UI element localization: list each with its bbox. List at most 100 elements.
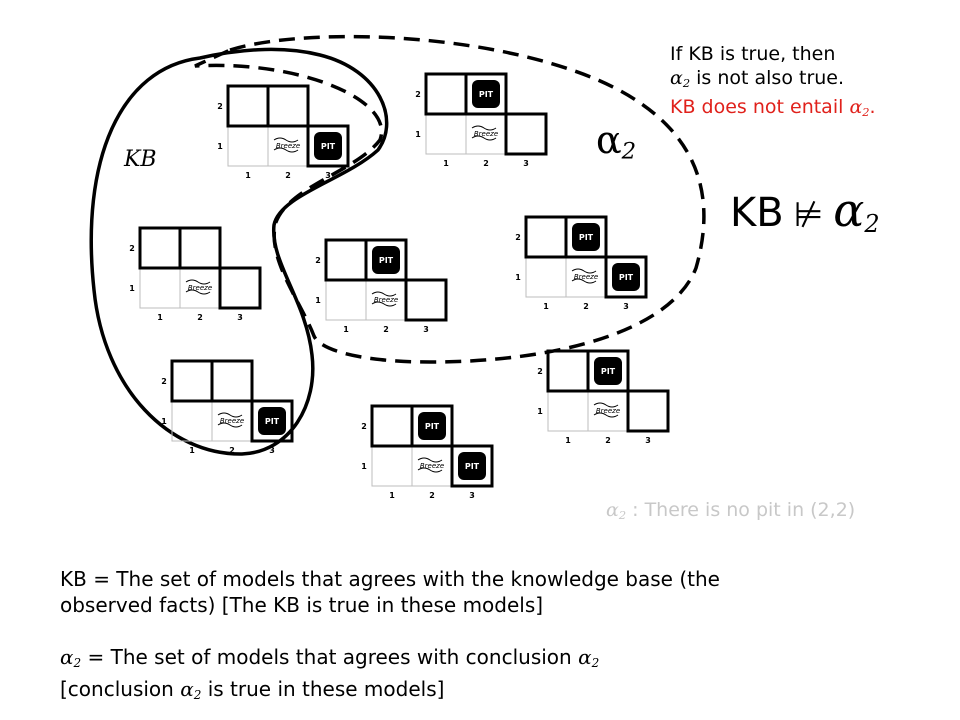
pit-icon [314, 132, 342, 160]
alpha-definition-text: : There is no pit in (2,2) [626, 499, 856, 521]
room-2-2 [364, 238, 408, 282]
room-3-1 [218, 266, 262, 310]
room-2-2 [266, 84, 310, 128]
col-label: 1 [543, 302, 549, 311]
breeze-label: Breeze [474, 130, 498, 138]
room-1-2 [138, 226, 182, 270]
col-label: 3 [269, 446, 275, 455]
grid-cell [325, 239, 367, 281]
col-label: 2 [583, 302, 589, 311]
col-label: 3 [423, 325, 429, 334]
row-label: 1 [315, 296, 321, 305]
alpha-definition-line-2-end: is true in these models] [201, 677, 445, 701]
col-label: 2 [229, 446, 235, 455]
pit-icon [258, 407, 286, 435]
col-label: 2 [483, 159, 489, 168]
col-label: 2 [605, 436, 611, 445]
col-label: 2 [197, 313, 203, 322]
alpha-definition-line-1: α2 = The set of models that agrees with … [60, 644, 720, 676]
description-block: KB = The set of models that agrees with … [60, 566, 720, 708]
alpha-symbol: α [670, 67, 683, 89]
grid-cell [425, 73, 467, 115]
breeze-icon [217, 412, 243, 418]
breeze-icon [273, 147, 299, 153]
breeze-label: Breeze [374, 296, 398, 304]
note-line-3: KB does not entail α2. [670, 95, 876, 124]
pit-icon [612, 263, 640, 291]
breeze-icon [217, 422, 243, 428]
row-label: 2 [415, 90, 421, 99]
col-label: 1 [189, 446, 195, 455]
room-1-2 [324, 238, 368, 282]
entailment-note: If KB is true, then α2 is not also true.… [670, 42, 876, 124]
pit-label-2-2: PIT [425, 422, 440, 431]
room-3-1 [250, 399, 294, 443]
alpha-region-outline [194, 34, 706, 364]
alpha-definition-line-2: [conclusion α2 is true in these models] [60, 676, 720, 708]
entailment-rhs: α [833, 183, 865, 237]
pit-label-3-1: PIT [465, 462, 480, 471]
grid-cell [227, 85, 269, 127]
col-label: 3 [325, 171, 331, 180]
grid-cell [371, 445, 413, 487]
breeze-icon [471, 125, 497, 131]
pit-label-3-1: PIT [619, 273, 634, 282]
alpha-subscript: 2 [618, 507, 627, 522]
col-label: 1 [343, 325, 349, 334]
alpha-definition-line-1-text: = The set of models that agrees with con… [81, 645, 579, 669]
room-1-2 [170, 359, 214, 403]
breeze-icon [571, 268, 597, 274]
room-1-2 [546, 349, 590, 393]
room-2-2 [410, 404, 454, 448]
alpha-symbol: α [596, 118, 622, 162]
breeze-icon [185, 289, 211, 295]
pit-label-3-1: PIT [265, 417, 280, 426]
note-line-2: α2 is not also true. [670, 66, 876, 95]
col-label: 3 [237, 313, 243, 322]
kb-region-outline [89, 47, 389, 456]
note-line-3-text: KB does not entail [670, 95, 850, 118]
kb-definition-line-1: KB = The set of models that agrees with … [60, 567, 720, 591]
alpha-subscript: 2 [73, 656, 82, 670]
col-label: 1 [443, 159, 449, 168]
grid-cell [547, 390, 589, 432]
alpha-subscript: 2 [864, 210, 880, 238]
alpha-symbol: α [849, 95, 863, 118]
breeze-icon [593, 402, 619, 408]
note-line-1: If KB is true, then [670, 43, 836, 65]
row-label: 2 [361, 422, 367, 431]
breeze-icon [371, 301, 397, 307]
alpha-symbol: α [60, 645, 74, 669]
col-label: 3 [623, 302, 629, 311]
row-label: 2 [161, 377, 167, 386]
breeze-icon [185, 279, 211, 285]
entailment-statement: KB⊭α2 [730, 186, 880, 248]
room-3-1 [306, 124, 350, 168]
breeze-icon [273, 137, 299, 143]
breeze-label: Breeze [220, 417, 244, 425]
breeze-label: Breeze [420, 462, 444, 470]
room-1-2 [524, 215, 568, 259]
breeze-label: Breeze [596, 407, 620, 415]
alpha-region-label: α2 [596, 118, 636, 174]
note-line-3-end: . [869, 95, 876, 118]
room-2-2 [564, 215, 608, 259]
row-label: 2 [315, 256, 321, 265]
room-1-2 [370, 404, 414, 448]
row-label: 1 [537, 407, 543, 416]
col-label: 3 [469, 491, 475, 500]
breeze-icon [571, 278, 597, 284]
grid-cell [627, 390, 669, 432]
breeze-icon [593, 412, 619, 418]
grid-cell [371, 405, 413, 447]
grid-cell [171, 360, 213, 402]
kb-region-label: KB [124, 147, 157, 172]
alpha-symbol: α [180, 677, 194, 701]
col-label: 2 [285, 171, 291, 180]
